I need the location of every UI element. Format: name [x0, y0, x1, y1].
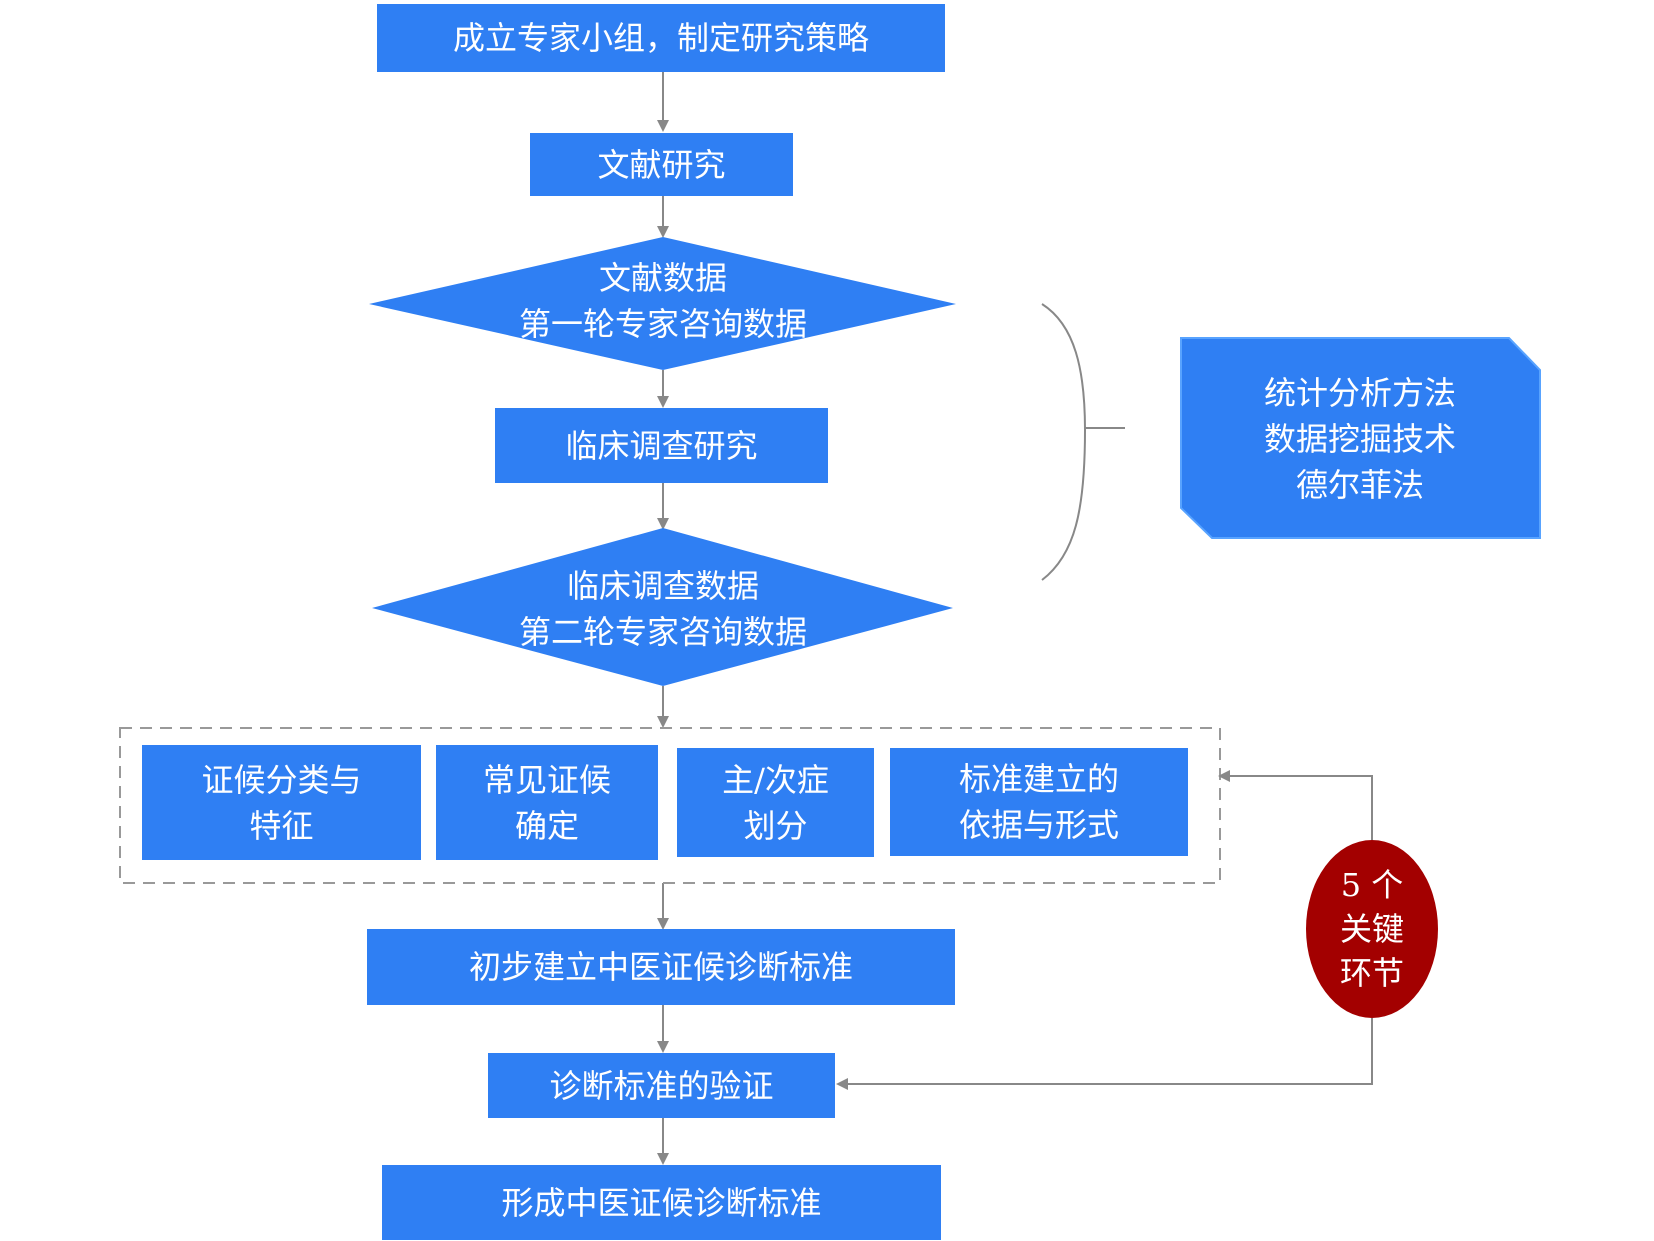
- key-link-4: 标准建立的 依据与形式: [890, 748, 1188, 856]
- step-preliminary-standard: 初步建立中医证候诊断标准: [367, 929, 955, 1005]
- step-standard-validation: 诊断标准的验证: [488, 1053, 835, 1118]
- step-literature-research: 文献研究: [530, 133, 793, 196]
- decision-1-label: 文献数据 第一轮专家咨询数据: [518, 259, 807, 343]
- badge-ellipse: [1306, 840, 1438, 1018]
- key-link-3: 主/次症 划分: [677, 748, 874, 857]
- step-preliminary-standard-label: 初步建立中医证候诊断标准: [468, 948, 853, 986]
- methods-note-text: 统计分析方法 数据挖掘技术 德尔菲法: [1263, 374, 1456, 504]
- key-link-2: 常见证候 确定: [436, 745, 658, 860]
- key-links-badge-text: 5 个 关键 环节: [1339, 866, 1404, 992]
- step-clinical-survey-label: 临床调查研究: [565, 426, 758, 465]
- step-final-standard: 形成中医证候诊断标准: [382, 1165, 941, 1240]
- feedback-arrow-to-validation: [836, 1018, 1373, 1090]
- step-establish-expert-group: 成立专家小组，制定研究策略: [377, 4, 945, 72]
- step-standard-validation-label: 诊断标准的验证: [549, 1066, 774, 1105]
- key-links-group-outline: [119, 727, 1221, 884]
- key-link-1: 证候分类与 特征: [142, 745, 421, 860]
- step-clinical-survey: 临床调查研究: [495, 408, 828, 483]
- methods-note-shape: [1180, 337, 1541, 539]
- step-literature-research-label: 文献研究: [597, 145, 726, 184]
- feedback-arrow-to-group: [1218, 770, 1373, 840]
- decision-2-label: 临床调查数据 第二轮专家咨询数据: [518, 567, 807, 651]
- right-brace: [1041, 303, 1087, 581]
- decision-diamond-1: [369, 237, 956, 370]
- step-establish-expert-group-label: 成立专家小组，制定研究策略: [452, 19, 869, 57]
- step-final-standard-label: 形成中医证候诊断标准: [501, 1183, 822, 1222]
- decision-diamond-2: [372, 528, 953, 686]
